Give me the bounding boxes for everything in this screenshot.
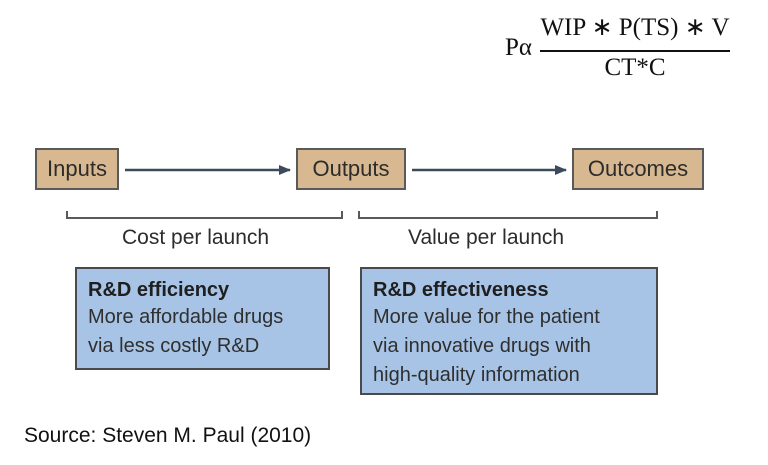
effectiveness-box: R&D effectiveness More value for the pat… [360, 267, 658, 395]
cost-per-launch-label: Cost per launch [122, 226, 270, 249]
formula-denominator: CT*C [604, 54, 666, 81]
stage-inputs: Inputs [35, 148, 119, 190]
formula-lhs: Pα [505, 34, 533, 61]
efficiency-title: R&D efficiency [88, 279, 230, 301]
formula: Pα WIP ∗ P(TS) ∗ V CT*C [505, 12, 735, 82]
source-citation: Source: Steven M. Paul (2010) [24, 424, 312, 447]
effectiveness-line-3: high-quality information [373, 364, 580, 386]
efficiency-box: R&D efficiency More affordable drugs via… [75, 267, 330, 370]
stage-outcomes: Outcomes [572, 148, 704, 190]
value-bracket [358, 211, 658, 219]
stage-outputs: Outputs [296, 148, 406, 190]
cost-bracket [66, 211, 343, 219]
effectiveness-line-2: via innovative drugs with [373, 335, 591, 357]
formula-fraction-bar [540, 50, 730, 52]
formula-numerator: WIP ∗ P(TS) ∗ V [540, 14, 730, 41]
efficiency-line-1: More affordable drugs [88, 306, 284, 328]
value-per-launch-label: Value per launch [408, 226, 565, 249]
effectiveness-line-1: More value for the patient [373, 306, 600, 328]
efficiency-line-2: via less costly R&D [88, 335, 260, 357]
effectiveness-title: R&D effectiveness [373, 279, 549, 301]
